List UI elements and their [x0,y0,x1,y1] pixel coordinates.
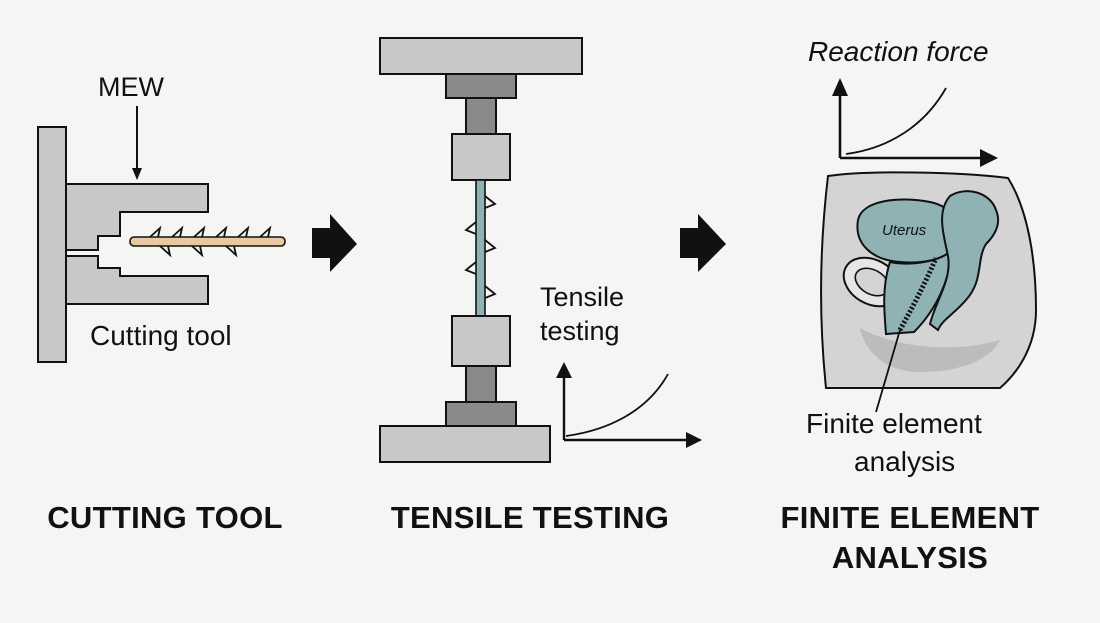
tensile-graph-curve [565,373,669,437]
top-grip [451,133,511,181]
fiber-barbs [149,225,272,258]
caption-tensile-testing: TENSILE TESTING [390,500,670,535]
bottom-block [445,401,517,427]
reaction-force-title: Reaction force [808,36,989,67]
specimen-barbs [464,195,497,299]
tensile-graph-label-line1: Tensile [540,282,625,312]
tensile-graph-label-line2: testing [540,316,620,346]
top-shaft [465,97,497,135]
caption-fea-line2: ANALYSIS [831,540,989,575]
flow-arrow-2 [680,214,726,272]
tensile-graph [556,362,702,448]
tool-lower-jaw [65,250,209,305]
tool-upper-jaw [65,183,209,251]
fea-callout-line1: Finite element [806,408,982,439]
reaction-graph-x-arrowhead [980,149,998,167]
reaction-force-graph [832,78,998,167]
top-crosshead [379,37,583,75]
cutting-tool-label: Cutting tool [90,320,232,351]
implanted-mesh [897,257,939,332]
rectum-shape [928,190,1000,332]
pelvic-floor-shading [860,328,1000,372]
top-block [445,73,517,99]
reaction-graph-curve [845,87,947,155]
test-specimen [475,179,486,317]
barbed-fiber [129,236,286,247]
bottom-shaft [465,365,497,403]
bottom-crosshead [379,425,551,463]
tensile-graph-x-arrowhead [686,432,702,448]
caption-cutting-tool: CUTTING TOOL [47,500,283,535]
flow-arrow-1 [312,214,357,272]
uterus-label: Uterus [882,222,927,239]
reaction-graph-y-arrowhead [832,78,848,96]
bottom-grip [451,315,511,367]
fea-panel [820,78,1038,413]
tensile-graph-y-arrowhead [556,362,572,378]
cutting-tool-panel [37,106,286,363]
mew-arrowhead [132,168,142,180]
fea-callout-line2: analysis [854,446,956,477]
tensile-testing-panel [379,37,702,463]
tool-backplate [37,126,67,363]
mew-label: MEW [98,72,164,102]
caption-fea-line1: FINITE ELEMENT [780,500,1040,535]
fea-callout-line [875,329,901,413]
